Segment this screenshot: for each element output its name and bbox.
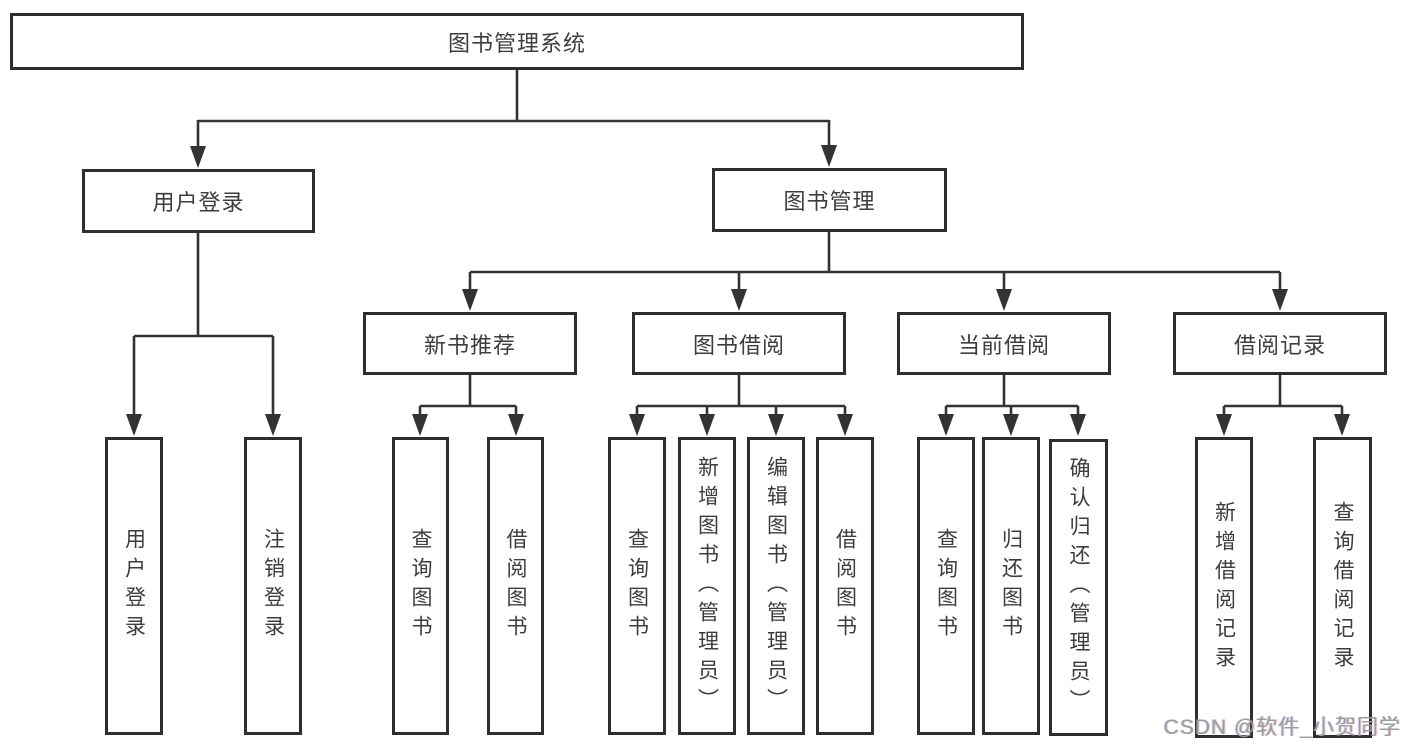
node-leaf-add-borrow-record: 新增借阅记录 [1195,437,1253,738]
node-label: 确认归还（管理员） [1067,457,1090,718]
node-user-login: 用户登录 [82,169,315,233]
node-label: 编辑图书（管理员） [764,455,788,717]
node-leaf-borrow-books-2: 借阅图书 [816,437,874,735]
node-book-management: 图书管理 [712,168,947,232]
node-label: 当前借阅 [957,332,1050,358]
node-label: 图书管理 [783,189,876,214]
node-leaf-edit-book-admin: 编辑图书（管理员） [747,437,805,735]
node-current-borrowing: 当前借阅 [897,312,1111,375]
node-label: 借阅记录 [1233,332,1326,358]
node-label: 图书借阅 [692,332,785,358]
node-label: 注销登录 [261,528,285,644]
node-label: 图书管理系统 [447,30,586,56]
node-label: 借阅图书 [504,528,527,644]
node-leaf-add-book-admin: 新增图书（管理员） [678,437,736,735]
node-new-book-recommend: 新书推荐 [363,312,577,375]
arrowheads [126,145,1350,436]
node-label: 新增借阅记录 [1212,500,1236,675]
node-book-borrowing: 图书借阅 [632,312,846,375]
node-leaf-query-books-2: 查询图书 [608,437,666,735]
node-root-library-system: 图书管理系统 [10,13,1024,70]
node-label: 新书推荐 [423,332,516,358]
node-label: 借阅图书 [833,528,857,644]
node-leaf-borrow-books-1: 借阅图书 [487,437,544,735]
node-label: 用户登录 [152,190,245,215]
node-label: 归还图书 [999,528,1023,644]
csdn-watermark: CSDN @软件_小贺同学 [1163,716,1401,739]
node-leaf-logout: 注销登录 [244,437,302,735]
node-label: 查询借阅记录 [1331,500,1354,675]
node-leaf-query-borrow-record: 查询借阅记录 [1313,437,1372,738]
node-label: 新增图书（管理员） [695,455,719,717]
node-label: 查询图书 [934,528,958,644]
node-leaf-query-books-1: 查询图书 [392,437,449,735]
node-leaf-user-login: 用户登录 [105,437,163,735]
node-borrowing-records: 借阅记录 [1173,312,1387,375]
node-label: 查询图书 [625,528,649,644]
node-label: 用户登录 [122,528,146,644]
node-label: 查询图书 [409,528,432,644]
node-leaf-return-book: 归还图书 [982,437,1040,735]
node-leaf-query-books-3: 查询图书 [917,437,975,735]
node-leaf-confirm-return-admin: 确认归还（管理员） [1049,439,1108,736]
